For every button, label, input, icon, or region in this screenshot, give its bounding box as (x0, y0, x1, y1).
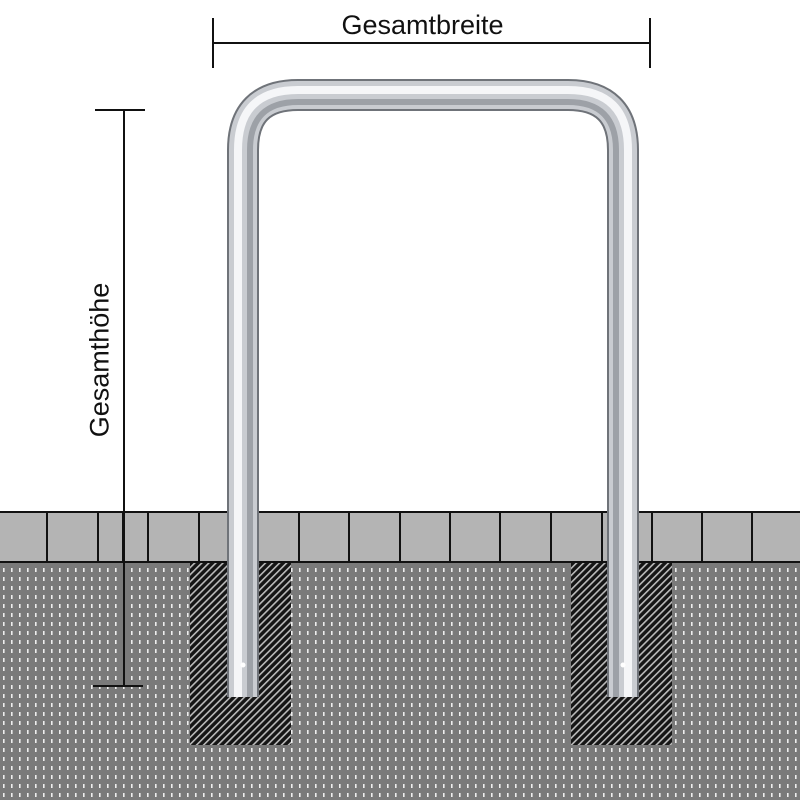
height-dimension-line (93, 109, 145, 687)
bollard-pipe (227, 79, 639, 697)
width-dimension-line (212, 18, 651, 68)
width-label: Gesamtbreite (341, 10, 504, 40)
height-label: Gesamthöhe (84, 282, 115, 438)
paving-row (0, 511, 800, 563)
ground (0, 562, 800, 800)
